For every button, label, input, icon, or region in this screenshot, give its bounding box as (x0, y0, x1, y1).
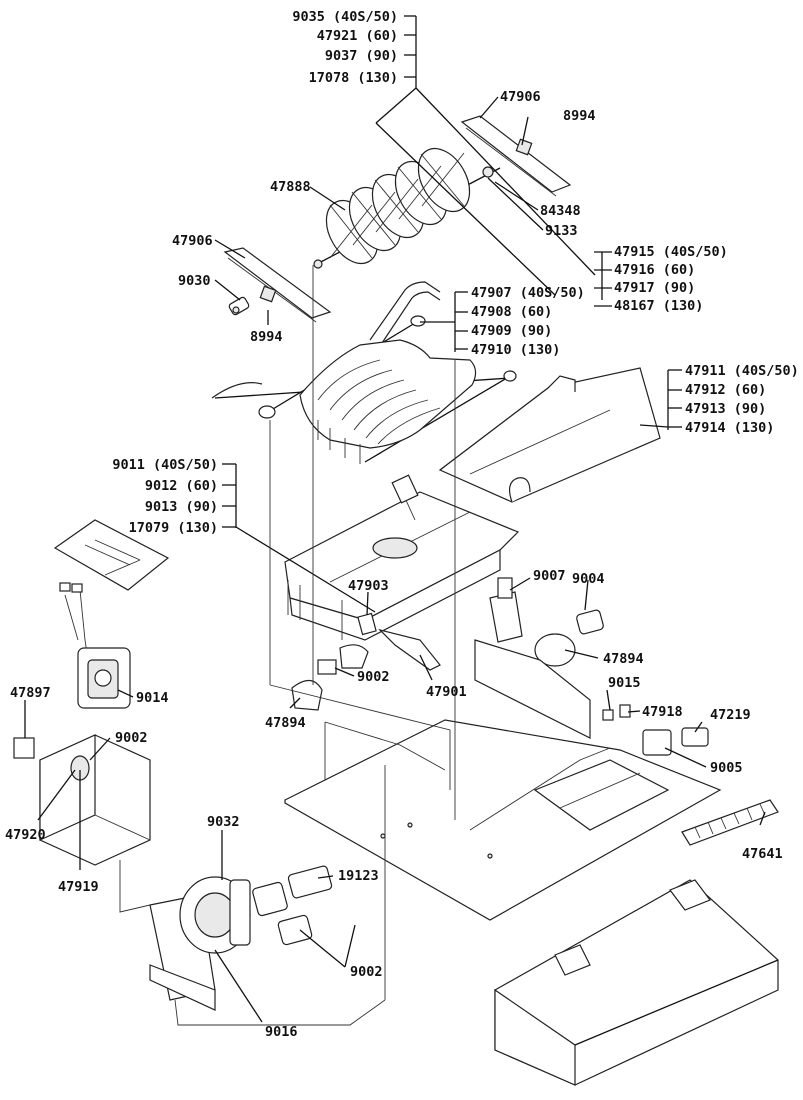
label-84348: 84348 (540, 203, 581, 219)
label-48167: 48167 (130) (614, 298, 703, 314)
burner-box (284, 474, 520, 641)
bracket-left (223, 247, 332, 323)
cover-housing (494, 879, 779, 1086)
label-47915: 47915 (40S/50) (614, 244, 728, 260)
label-9002-left: 9002 (115, 730, 148, 746)
callout-labels: 9035 (40S/50) 47921 (60) 9037 (90) 17078… (5, 9, 799, 1040)
leader-lines (24, 15, 766, 1026)
label-9037: 9037 (90) (325, 48, 398, 64)
label-17078: 17078 (130) (309, 70, 398, 86)
label-9133: 9133 (545, 223, 578, 239)
inducer-motor (149, 876, 251, 1011)
small-items (291, 600, 441, 711)
label-19123: 19123 (338, 868, 379, 884)
control-box (13, 734, 151, 866)
label-47911: 47911 (40S/50) (685, 363, 799, 379)
label-47910: 47910 (130) (471, 342, 560, 358)
label-47888: 47888 (270, 179, 311, 195)
label-47913: 47913 (90) (685, 401, 766, 417)
label-9002-middle: 9002 (357, 669, 390, 685)
label-9015: 9015 (608, 675, 641, 691)
label-9011: 9011 (40S/50) (112, 457, 218, 473)
label-9035: 9035 (40S/50) (292, 9, 398, 25)
base-pan (284, 719, 722, 921)
label-47914: 47914 (130) (685, 420, 774, 436)
blower-wheel (313, 147, 501, 269)
label-47921: 47921 (60) (317, 28, 398, 44)
label-47901: 47901 (426, 684, 467, 700)
label-47920: 47920 (5, 827, 46, 843)
label-47906-left: 47906 (172, 233, 213, 249)
label-47641: 47641 (742, 846, 783, 862)
label-9004: 9004 (572, 571, 605, 587)
label-47918: 47918 (642, 704, 683, 720)
burner-assembly (211, 281, 517, 464)
label-47916: 47916 (60) (614, 262, 695, 278)
label-9005: 9005 (710, 760, 743, 776)
label-47894-left: 47894 (265, 715, 306, 731)
label-47894-right: 47894 (603, 651, 644, 667)
label-9013: 9013 (90) (145, 499, 218, 515)
bracket-top-right (460, 115, 572, 197)
label-47907: 47907 (40S/50) (471, 285, 585, 301)
mounting-plate (53, 519, 170, 591)
label-47917: 47917 (90) (614, 280, 695, 296)
label-47919: 47919 (58, 879, 99, 895)
label-17079: 17079 (130) (129, 520, 218, 536)
pressure-switches (252, 865, 333, 946)
label-47908: 47908 (60) (471, 304, 552, 320)
label-9030: 9030 (178, 273, 211, 289)
heat-shield (438, 367, 661, 503)
gas-valve (59, 582, 131, 709)
label-9016: 9016 (265, 1024, 298, 1040)
label-47903: 47903 (348, 578, 389, 594)
label-47912: 47912 (60) (685, 382, 766, 398)
terminal-block (681, 799, 779, 846)
label-47909: 47909 (90) (471, 323, 552, 339)
label-47219: 47219 (710, 707, 751, 723)
label-9012: 9012 (60) (145, 478, 218, 494)
label-9032: 9032 (207, 814, 240, 830)
label-9014: 9014 (136, 690, 169, 706)
label-47897: 47897 (10, 685, 51, 701)
label-9007: 9007 (533, 568, 566, 584)
label-9002-bottom: 9002 (350, 964, 383, 980)
label-47906-top: 47906 (500, 89, 541, 105)
label-8994-left: 8994 (250, 329, 283, 345)
label-8994-top: 8994 (563, 108, 596, 124)
right-side-parts (474, 577, 709, 756)
